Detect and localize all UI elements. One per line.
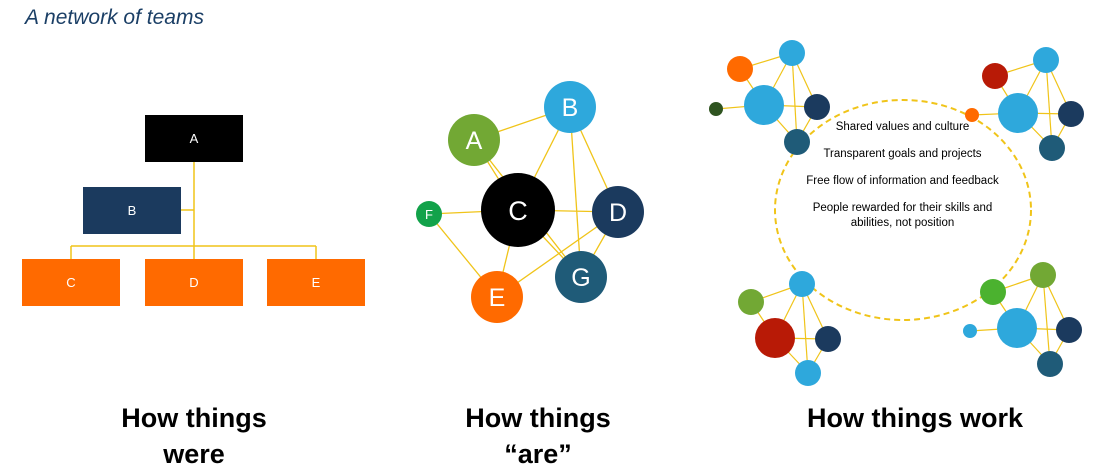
team-node [804, 94, 830, 120]
hierarchy-chart: A B C D E [22, 115, 365, 306]
caption-line: “are” [504, 439, 572, 469]
team-cluster-top-left [709, 40, 830, 155]
org-box-a [145, 115, 243, 162]
org-box-c-label: C [66, 275, 75, 290]
caption-how-things-work: How things work [770, 400, 1060, 436]
network-node-b [544, 81, 596, 133]
principle-item: Free flow of information and feedback [806, 175, 999, 187]
caption-line: were [163, 439, 225, 469]
network-node-c [481, 173, 555, 247]
network-node-g [555, 251, 607, 303]
team-node [963, 324, 977, 338]
team-node [784, 129, 810, 155]
caption-line: How things work [807, 403, 1023, 433]
team-node [1037, 351, 1063, 377]
team-node [738, 289, 764, 315]
team-node [1058, 101, 1084, 127]
org-box-c [22, 259, 120, 306]
team-node [1033, 47, 1059, 73]
network-node-b-label: B [562, 94, 579, 122]
team-node [1056, 317, 1082, 343]
network-node-a-label: A [466, 127, 483, 155]
team-of-teams [709, 40, 1084, 386]
principle-item: Transparent goals and projects [823, 148, 982, 160]
team-cluster-top-right [965, 47, 1084, 161]
caption-how-things-were: How things were [84, 400, 304, 472]
team-node [997, 308, 1037, 348]
team-node [982, 63, 1008, 89]
team-node [980, 279, 1006, 305]
org-box-d [145, 259, 243, 306]
team-cluster-bottom-right [963, 262, 1082, 377]
org-box-b [83, 187, 181, 234]
team-node [744, 85, 784, 125]
network-node-d [592, 186, 644, 238]
caption-how-things-are: How things “are” [428, 400, 648, 472]
org-box-d-label: D [189, 275, 198, 290]
hierarchy-connectors [70, 162, 317, 259]
principle-item: Shared values and culture [835, 121, 970, 133]
network-node-c-label: C [508, 196, 528, 226]
team-node [1039, 135, 1065, 161]
network-node-g-label: G [571, 264, 590, 292]
team-node [965, 108, 979, 122]
team-node [727, 56, 753, 82]
network-node-e-label: E [489, 284, 506, 312]
org-box-e [267, 259, 365, 306]
team-node [789, 271, 815, 297]
team-node [755, 318, 795, 358]
network-node-f [416, 201, 442, 227]
network-node-d-label: D [609, 199, 627, 227]
org-box-e-label: E [312, 275, 321, 290]
slide-title: A network of teams [25, 6, 204, 29]
shared-principles-list: Shared values and culture Transparent go… [800, 120, 1005, 243]
team-node [998, 93, 1038, 133]
team-node [779, 40, 805, 66]
network-node-a [448, 114, 500, 166]
team-node [709, 102, 723, 116]
principle-item: People rewarded for their skills and abi… [812, 202, 993, 229]
org-box-b-label: B [128, 203, 137, 218]
caption-line: How things [465, 403, 611, 433]
team-cluster-bottom-left [738, 271, 841, 386]
caption-line: How things [121, 403, 267, 433]
network-graph: A B C D E F G [416, 81, 644, 323]
network-node-f-label: F [425, 207, 433, 222]
team-node [795, 360, 821, 386]
org-box-a-label: A [190, 131, 199, 146]
shared-culture-ring [774, 99, 1032, 321]
team-node [815, 326, 841, 352]
network-node-e [471, 271, 523, 323]
team-node [1030, 262, 1056, 288]
